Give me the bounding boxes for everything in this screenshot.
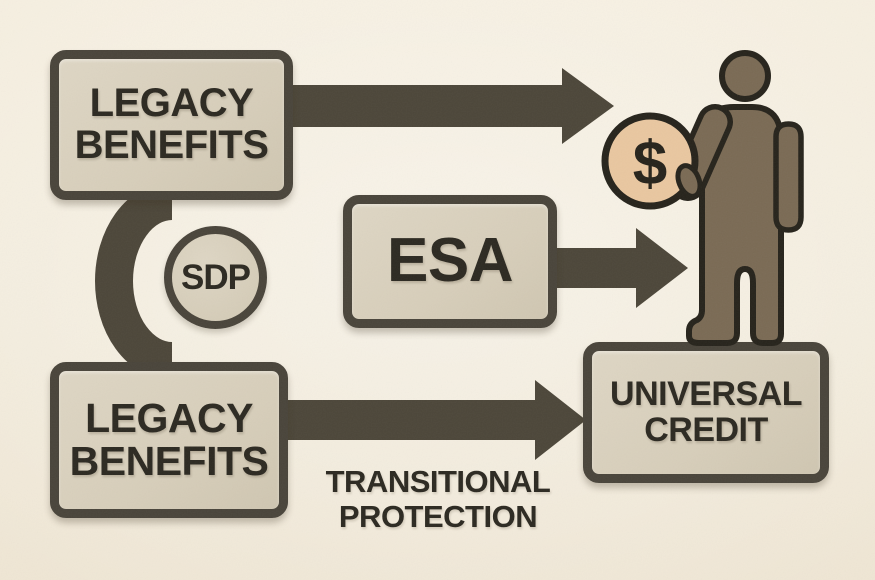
- arrow-legacy-top-to-person-icon: [288, 68, 614, 144]
- node-sdp-badge: SDP: [164, 226, 267, 329]
- arrow-legacy-bottom-to-uc-icon: [287, 380, 586, 460]
- node-legacy-benefits-top: LEGACY BENEFITS: [50, 50, 293, 200]
- legacy-bottom-label-line1: LEGACY: [85, 395, 253, 442]
- node-universal-credit: UNIVERSAL CREDIT: [583, 342, 829, 483]
- transitional-protection-line2: PROTECTION: [338, 499, 538, 535]
- uc-label-line1: UNIVERSAL: [610, 375, 802, 414]
- transitional-protection-line1: TRANSITIONAL: [325, 464, 551, 499]
- legacy-top-label-line1: LEGACY: [89, 81, 254, 126]
- node-legacy-benefits-bottom: LEGACY BENEFITS: [50, 362, 288, 518]
- legacy-bottom-label-line2: BENEFITS: [69, 438, 269, 484]
- arrow-esa-to-person-icon: [556, 228, 688, 308]
- uc-label-line2: CREDIT: [644, 410, 768, 449]
- esa-label: ESA: [387, 226, 513, 296]
- node-esa: ESA: [343, 195, 557, 328]
- sdp-label: SDP: [181, 257, 251, 297]
- legacy-top-label-line2: BENEFITS: [74, 123, 269, 167]
- transitional-protection-caption: TRANSITIONAL PROTECTION: [293, 464, 583, 534]
